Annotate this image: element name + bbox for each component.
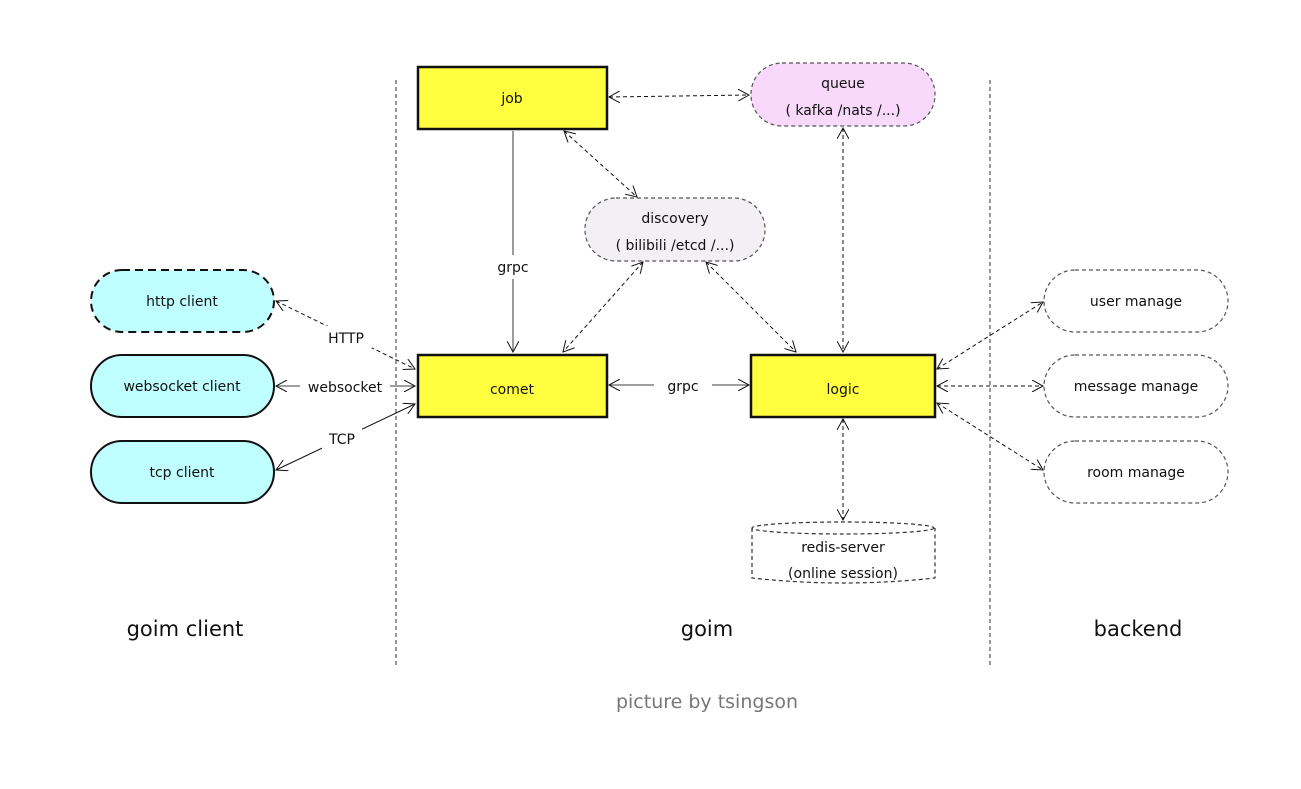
node-user-manage-label: user manage — [1090, 294, 1182, 310]
node-queue: queue ( kafka /nats /...) — [750, 62, 936, 127]
node-discovery: discovery ( bilibili /etcd /...) — [584, 197, 766, 262]
node-tcp-client-label: tcp client — [150, 465, 215, 481]
node-discovery-title: discovery — [641, 211, 708, 227]
node-job-label: job — [500, 91, 522, 107]
node-websocket-client-label: websocket client — [123, 379, 241, 395]
node-message-manage: message manage — [1043, 354, 1229, 418]
node-redis-subtitle: (online session) — [788, 566, 898, 582]
node-queue-title: queue — [821, 76, 865, 92]
node-redis-title: redis-server — [801, 540, 885, 556]
edge-label-tcp: TCP — [328, 432, 355, 448]
node-message-manage-label: message manage — [1074, 379, 1199, 395]
node-discovery-subtitle: ( bilibili /etcd /...) — [616, 238, 735, 254]
node-logic: logic — [749, 353, 937, 419]
node-http-client: http client — [90, 269, 275, 333]
edge-label-websocket: websocket — [308, 380, 383, 396]
node-comet: comet — [416, 353, 609, 419]
edge-discovery-logic — [706, 262, 796, 352]
node-tcp-client: tcp client — [90, 440, 275, 504]
node-comet-label: comet — [490, 382, 535, 398]
node-logic-label: logic — [827, 382, 860, 398]
node-room-manage: room manage — [1043, 440, 1229, 504]
node-job: job — [416, 65, 609, 131]
edge-label-job-comet: grpc — [497, 260, 528, 276]
edge-job-queue — [609, 95, 749, 97]
node-queue-subtitle: ( kafka /nats /...) — [785, 103, 900, 119]
node-websocket-client: websocket client — [90, 354, 275, 418]
zone-label-goim: goim — [681, 617, 733, 641]
node-room-manage-label: room manage — [1087, 465, 1185, 481]
node-http-client-label: http client — [146, 294, 218, 310]
node-redis: redis-server (online session) — [751, 521, 936, 584]
credit-text: picture by tsingson — [616, 691, 798, 713]
zone-label-backend: backend — [1094, 617, 1183, 641]
zone-label-client: goim client — [127, 617, 244, 641]
edge-label-http: HTTP — [328, 331, 364, 347]
node-user-manage: user manage — [1043, 269, 1229, 333]
edge-label-comet-logic: grpc — [667, 379, 698, 395]
edge-job-discovery — [564, 131, 637, 197]
edges — [276, 95, 1043, 520]
edge-discovery-comet — [563, 262, 643, 352]
